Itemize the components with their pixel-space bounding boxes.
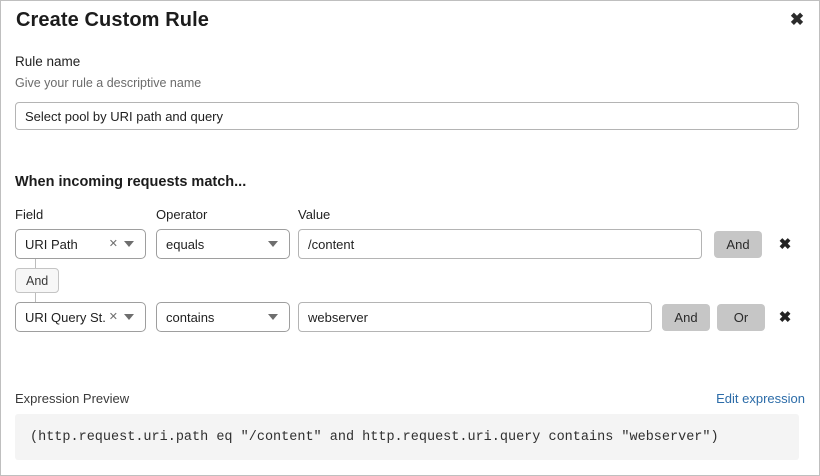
- clear-icon[interactable]: ✕: [108, 310, 118, 323]
- expression-preview-label: Expression Preview: [15, 391, 130, 406]
- chevron-down-icon: [268, 241, 278, 247]
- chevron-down-icon: [268, 314, 278, 320]
- remove-condition-button-2[interactable]: ✖: [773, 305, 797, 329]
- rule-name-input[interactable]: [15, 102, 799, 130]
- rule-name-hint: Give your rule a descriptive name: [15, 76, 202, 90]
- expression-preview-box: (http.request.uri.path eq "/content" and…: [15, 414, 799, 460]
- and-button-2[interactable]: And: [662, 304, 710, 331]
- operator-select-1[interactable]: equals: [156, 229, 290, 259]
- condition-row: URI Path ✕ equals And ✖: [1, 229, 819, 259]
- field-select-1[interactable]: URI Path ✕: [15, 229, 146, 259]
- edit-expression-link[interactable]: Edit expression: [716, 391, 805, 406]
- column-header-value: Value: [298, 207, 331, 222]
- condition-row: URI Query St... ✕ contains And Or ✖: [1, 302, 819, 332]
- remove-condition-button-1[interactable]: ✖: [773, 232, 797, 256]
- field-select-2[interactable]: URI Query St... ✕: [15, 302, 146, 332]
- clear-icon[interactable]: ✕: [108, 237, 118, 250]
- operator-select-2-value: contains: [166, 309, 215, 325]
- page-title: Create Custom Rule: [16, 9, 209, 31]
- column-header-operator: Operator: [156, 207, 208, 222]
- value-input-1[interactable]: [298, 229, 702, 259]
- field-select-1-value: URI Path: [25, 236, 78, 252]
- condition-connector-and-badge[interactable]: And: [15, 268, 60, 293]
- and-button-1[interactable]: And: [714, 231, 762, 258]
- column-header-field: Field: [15, 207, 44, 222]
- close-icon[interactable]: ✖: [785, 7, 809, 31]
- chevron-down-icon: [124, 241, 134, 247]
- value-input-2[interactable]: [298, 302, 652, 332]
- rule-name-label: Rule name: [15, 54, 81, 69]
- chevron-down-icon: [124, 314, 134, 320]
- field-select-2-value: URI Query St...: [25, 309, 107, 325]
- or-button-2[interactable]: Or: [717, 304, 765, 331]
- operator-select-2[interactable]: contains: [156, 302, 290, 332]
- expression-preview-text: (http.request.uri.path eq "/content" and…: [30, 429, 719, 445]
- match-section-heading: When incoming requests match...: [15, 174, 247, 190]
- operator-select-1-value: equals: [166, 236, 205, 252]
